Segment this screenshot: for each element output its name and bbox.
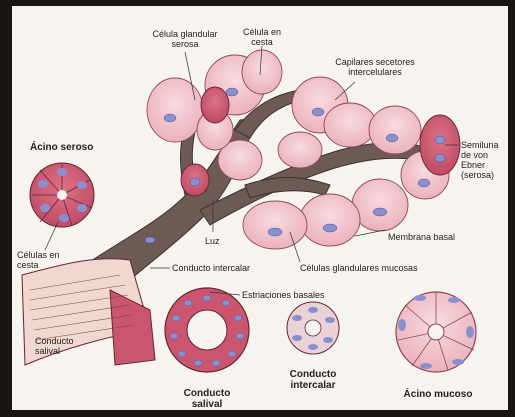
label-celulas-en-cesta: Células en cesta: [17, 250, 60, 270]
label-capilares-secretores: Capilares secetores intercelulares: [335, 57, 415, 77]
label-conducto-intercalar-bottom: Conducto intercalar: [290, 369, 337, 391]
label-membrana-basal: Membrana basal: [388, 232, 455, 242]
label-celula-glandular-serosa: Célula glandular serosa: [152, 29, 217, 49]
acino-seroso-figure: [30, 163, 94, 227]
label-conducto-intercalar: Conducto intercalar: [172, 263, 250, 273]
label-conducto-salival-left: Conducto salival: [35, 336, 74, 356]
label-semiluna-von-ebner: Semiluna de von Ebner (serosa): [461, 140, 499, 180]
label-acino-seroso: Ácino seroso: [30, 143, 93, 153]
label-conducto-salival-bottom: Conducto salival: [184, 388, 231, 410]
acino-mucoso-figure: [396, 292, 476, 372]
label-celula-en-cesta: Célula en cesta: [243, 27, 281, 47]
label-estriaciones-basales: Estriaciones basales: [242, 290, 325, 300]
label-celulas-glandulares-mucosas: Células glandulares mucosas: [300, 263, 418, 273]
conducto-intercalar-cross: [287, 302, 339, 354]
label-acino-mucoso: Ácino mucoso: [404, 389, 473, 400]
conducto-salival-cross: [165, 288, 249, 372]
label-luz: Luz: [205, 236, 220, 246]
